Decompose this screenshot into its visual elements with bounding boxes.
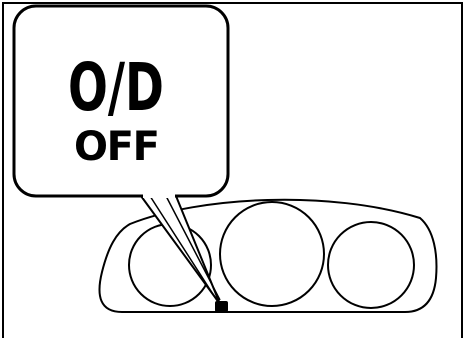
center-gauge bbox=[220, 202, 324, 306]
off-label: OFF bbox=[74, 124, 160, 170]
od-off-indicator-lamp-icon bbox=[215, 301, 228, 312]
cluster-housing bbox=[99, 200, 436, 312]
od-label: O/D bbox=[68, 49, 164, 126]
instrument-cluster-icon bbox=[99, 200, 436, 312]
callout-pointer-inner-line-2 bbox=[166, 196, 220, 300]
right-gauge bbox=[328, 222, 414, 308]
